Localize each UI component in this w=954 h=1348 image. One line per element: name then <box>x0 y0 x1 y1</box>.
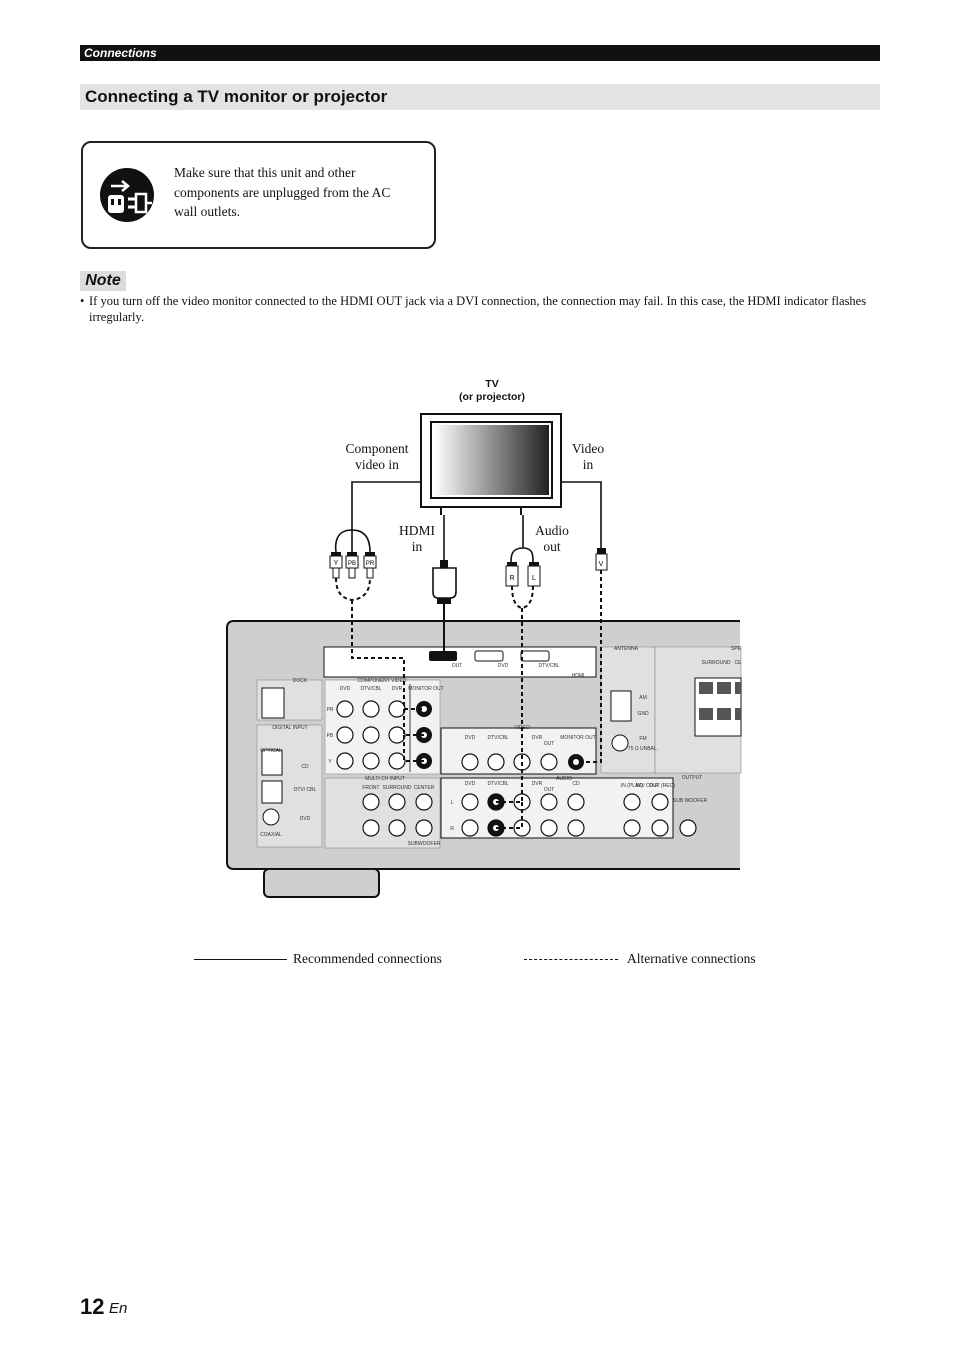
video-in-line1: Video <box>571 441 605 456</box>
rca-plug-l <box>527 562 541 587</box>
panel-v-dvd: DVD <box>465 735 476 741</box>
panel-pb: PB <box>327 733 334 739</box>
hdmi-in-line1: HDMI <box>399 523 435 538</box>
panel-front: FRONT <box>362 785 379 791</box>
legend-alternative: Alternative connections <box>627 951 756 966</box>
rca-plug-pr <box>363 552 377 579</box>
panel-component-video: COMPONENT VIDEO <box>357 678 406 684</box>
panel-md-out: OUT (REC) <box>649 783 675 789</box>
plug-l-label: L <box>532 575 536 582</box>
panel-cv-monitor-out: MONITOR OUT <box>408 686 443 692</box>
component-video-in-label: Component video in <box>336 441 418 472</box>
audio-out-label: Audio out <box>528 523 576 554</box>
panel-v-monitor-out: MONITOR OUT <box>560 735 595 741</box>
receiver-rear-panel <box>226 620 742 898</box>
page-number: 12 <box>80 1294 105 1319</box>
panel-a-dvr: DVR <box>532 781 543 787</box>
panel-optical: OPTICAL <box>260 748 282 754</box>
panel-center: CENTER <box>414 785 435 791</box>
panel-a-dtvcbl: DTV/CBL <box>487 781 508 787</box>
legend-recommended-line <box>194 959 287 960</box>
warning-text: Make sure that this unit and other compo… <box>174 165 391 219</box>
panel-ch-r: R <box>450 826 454 832</box>
note-label: Note <box>80 271 126 291</box>
panel-fm-unbal: 75 Ω UNBAL. <box>628 746 658 752</box>
component-video-in-line1: Component <box>345 441 409 456</box>
rca-plug-pb <box>345 552 359 579</box>
video-in-line2: in <box>582 456 594 472</box>
hdmi-in-line2: in <box>411 538 423 554</box>
panel-coaxial: COAXIAL <box>260 832 282 838</box>
panel-output: OUTPUT <box>682 775 703 781</box>
component-video-in-line2: video in <box>355 456 399 472</box>
tv-label: TV (or projector) <box>446 378 538 403</box>
panel-cv-dtvcbl: DTV/CBL <box>360 686 381 692</box>
plug-r-label: R <box>509 575 514 582</box>
panel-a-out: OUT <box>544 787 555 793</box>
video-in-label: Video in <box>565 441 611 472</box>
panel-audio: AUDIO <box>556 776 572 782</box>
page-language: En <box>109 1300 128 1317</box>
connection-diagram: Y PB PR R L V <box>226 413 743 898</box>
panel-cv-dvr: DVR <box>392 686 403 692</box>
panel-sub-woofer: SUB WOOFER <box>673 798 708 804</box>
panel-cd-short: CE <box>735 660 743 666</box>
panel-dig-dtvcbl: DTV/ CBL <box>294 787 317 793</box>
panel-v-dvr: DVR <box>532 735 543 741</box>
plug-pb-label: PB <box>348 561 356 567</box>
panel-pr: PR <box>327 707 334 713</box>
panel-cv-dvd: DVD <box>340 686 351 692</box>
panel-am: AM <box>639 695 647 701</box>
hdmi-plug <box>432 560 457 604</box>
panel-hdmi: HDMI <box>572 673 585 679</box>
plug-y-label: Y <box>334 560 339 567</box>
note-text: If you turn off the video monitor connec… <box>89 294 867 324</box>
rca-plug-y <box>329 552 343 579</box>
panel-subwoofer: SUBWOOFER <box>408 841 441 847</box>
bullet: • <box>80 294 85 308</box>
panel-md-in: IN (PLAY) <box>621 783 643 789</box>
panel-a-dvd: DVD <box>465 781 476 787</box>
audio-out-line1: Audio <box>535 523 569 538</box>
tv-monitor <box>420 413 562 515</box>
panel-surround: SURROUND <box>702 660 731 666</box>
panel-v-out: OUT <box>544 741 555 747</box>
tv-label-line1: TV <box>485 378 499 390</box>
tv-label-line2: (or projector) <box>459 390 525 403</box>
legend-alternative-line <box>524 959 618 960</box>
panel-a-cd: CD <box>572 781 580 787</box>
panel-multi-ch-input: MULTI CH INPUT <box>365 776 405 782</box>
panel-dig-dvd: DVD <box>300 816 311 822</box>
panel-hdmi-out: OUT <box>452 663 463 669</box>
unplug-plug-icon <box>100 168 154 222</box>
panel-v-dtvcbl: DTV/CBL <box>487 735 508 741</box>
panel-gnd: GND <box>637 711 649 717</box>
plug-v-label: V <box>599 561 604 568</box>
panel-hdmi-dvd: DVD <box>498 663 509 669</box>
section-header: Connections <box>80 45 880 61</box>
warning-box <box>81 141 436 249</box>
panel-antenna: ANTENNA <box>614 646 639 652</box>
legend-recommended: Recommended connections <box>293 951 442 966</box>
panel-dock: DOCK <box>293 678 308 684</box>
panel-surround2: SURROUND <box>383 785 412 791</box>
note-item: • If you turn off the video monitor conn… <box>80 294 870 325</box>
plug-pr-label: PR <box>366 561 375 567</box>
panel-dig-cd: CD <box>301 764 309 770</box>
page-title: Connecting a TV monitor or projector <box>80 84 880 110</box>
panel-digital-input: DIGITAL INPUT <box>272 725 307 731</box>
rca-plug-r <box>505 562 519 587</box>
audio-out-line2: out <box>543 538 561 554</box>
panel-speakers: SPE <box>731 646 742 652</box>
panel-hdmi-dtvcbl: DTV/CBL <box>538 663 559 669</box>
panel-fm: FM <box>639 736 646 742</box>
panel-md-cdr: MD/ CD-R <box>635 783 658 789</box>
panel-y: Y <box>328 759 332 765</box>
hdmi-in-label: HDMI in <box>393 523 441 554</box>
panel-ch-l: L <box>451 800 454 806</box>
